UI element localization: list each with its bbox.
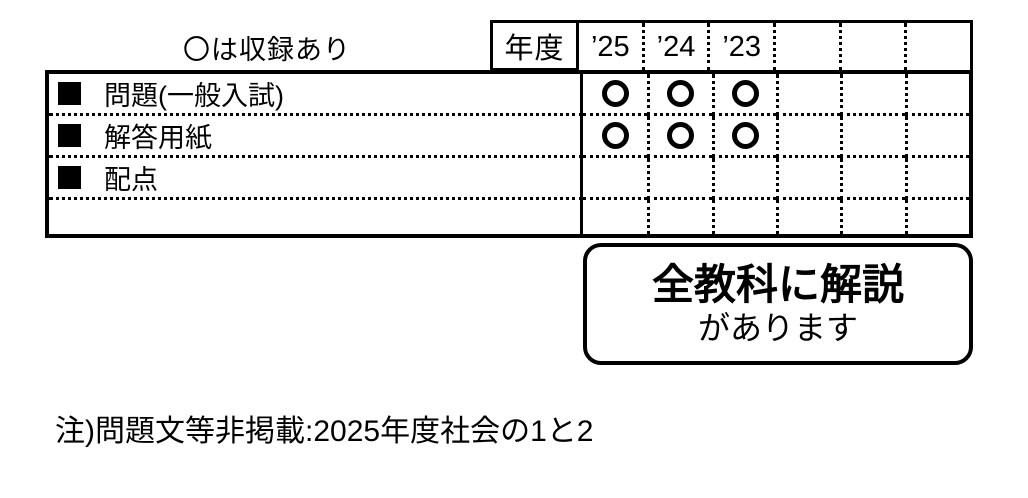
mark-cell — [776, 200, 840, 234]
included-circle — [667, 122, 695, 149]
row-label-points: 配点 — [49, 158, 583, 200]
mark-cell — [647, 116, 712, 158]
mark-cell — [776, 116, 841, 158]
legend-circle-means-included: 〇は収録あり — [183, 35, 351, 65]
included-circle — [731, 122, 759, 149]
black-square-bullet — [58, 166, 81, 189]
year-column-empty-3 — [904, 23, 970, 71]
black-square-bullet — [58, 124, 81, 147]
year-header-cell: 年度 — [490, 20, 579, 71]
mark-cell — [776, 74, 841, 116]
mark-cell — [647, 158, 712, 200]
row-label-questions: 問題(一般入試) — [49, 74, 583, 116]
mark-cell — [711, 74, 776, 116]
included-materials-table: 問題(一般入試) 解答用紙 配点 — [45, 70, 973, 238]
mark-cell — [583, 116, 648, 158]
explanations-callout-box: 全教科に解説 があります — [583, 243, 973, 365]
included-circle — [731, 80, 759, 107]
mark-cell — [776, 158, 841, 200]
row-label-empty — [49, 200, 583, 234]
mark-cell — [840, 200, 904, 234]
mark-cell — [711, 200, 776, 234]
mark-cell — [583, 200, 647, 234]
black-square-bullet — [58, 82, 81, 105]
mark-cell — [583, 74, 648, 116]
year-column-empty-1 — [773, 23, 839, 71]
mark-cell — [904, 116, 969, 158]
mark-cell — [647, 74, 712, 116]
row-label-text: 配点 — [104, 165, 158, 195]
year-column-empty-2 — [838, 23, 905, 71]
mark-cell — [711, 158, 776, 200]
row-label-answer-sheets: 解答用紙 — [49, 116, 583, 158]
mark-cell — [904, 158, 969, 200]
mark-cell — [904, 200, 969, 234]
year-columns-header: ’25 ’24 ’23 — [579, 20, 973, 71]
included-circle — [601, 122, 629, 149]
mark-cell — [840, 158, 905, 200]
mark-cell — [904, 74, 969, 116]
included-circle — [667, 80, 695, 107]
year-column-2025: ’25 — [590, 30, 630, 63]
footnote: 注)問題文等非掲載:2025年度社会の1と2 — [55, 415, 594, 448]
included-circle — [601, 80, 629, 107]
year-column-2023: ’23 — [707, 23, 773, 71]
callout-line-1: 全教科に解説 — [651, 260, 904, 308]
callout-line-2: があります — [697, 309, 858, 346]
row-label-text: 問題(一般入試) — [104, 81, 284, 111]
row-label-text: 解答用紙 — [104, 123, 212, 153]
mark-cell — [583, 158, 648, 200]
year-column-2024: ’24 — [641, 23, 708, 71]
mark-cell — [711, 116, 776, 158]
mark-cell — [840, 116, 905, 158]
mark-cell — [840, 74, 905, 116]
mark-cell — [647, 200, 711, 234]
